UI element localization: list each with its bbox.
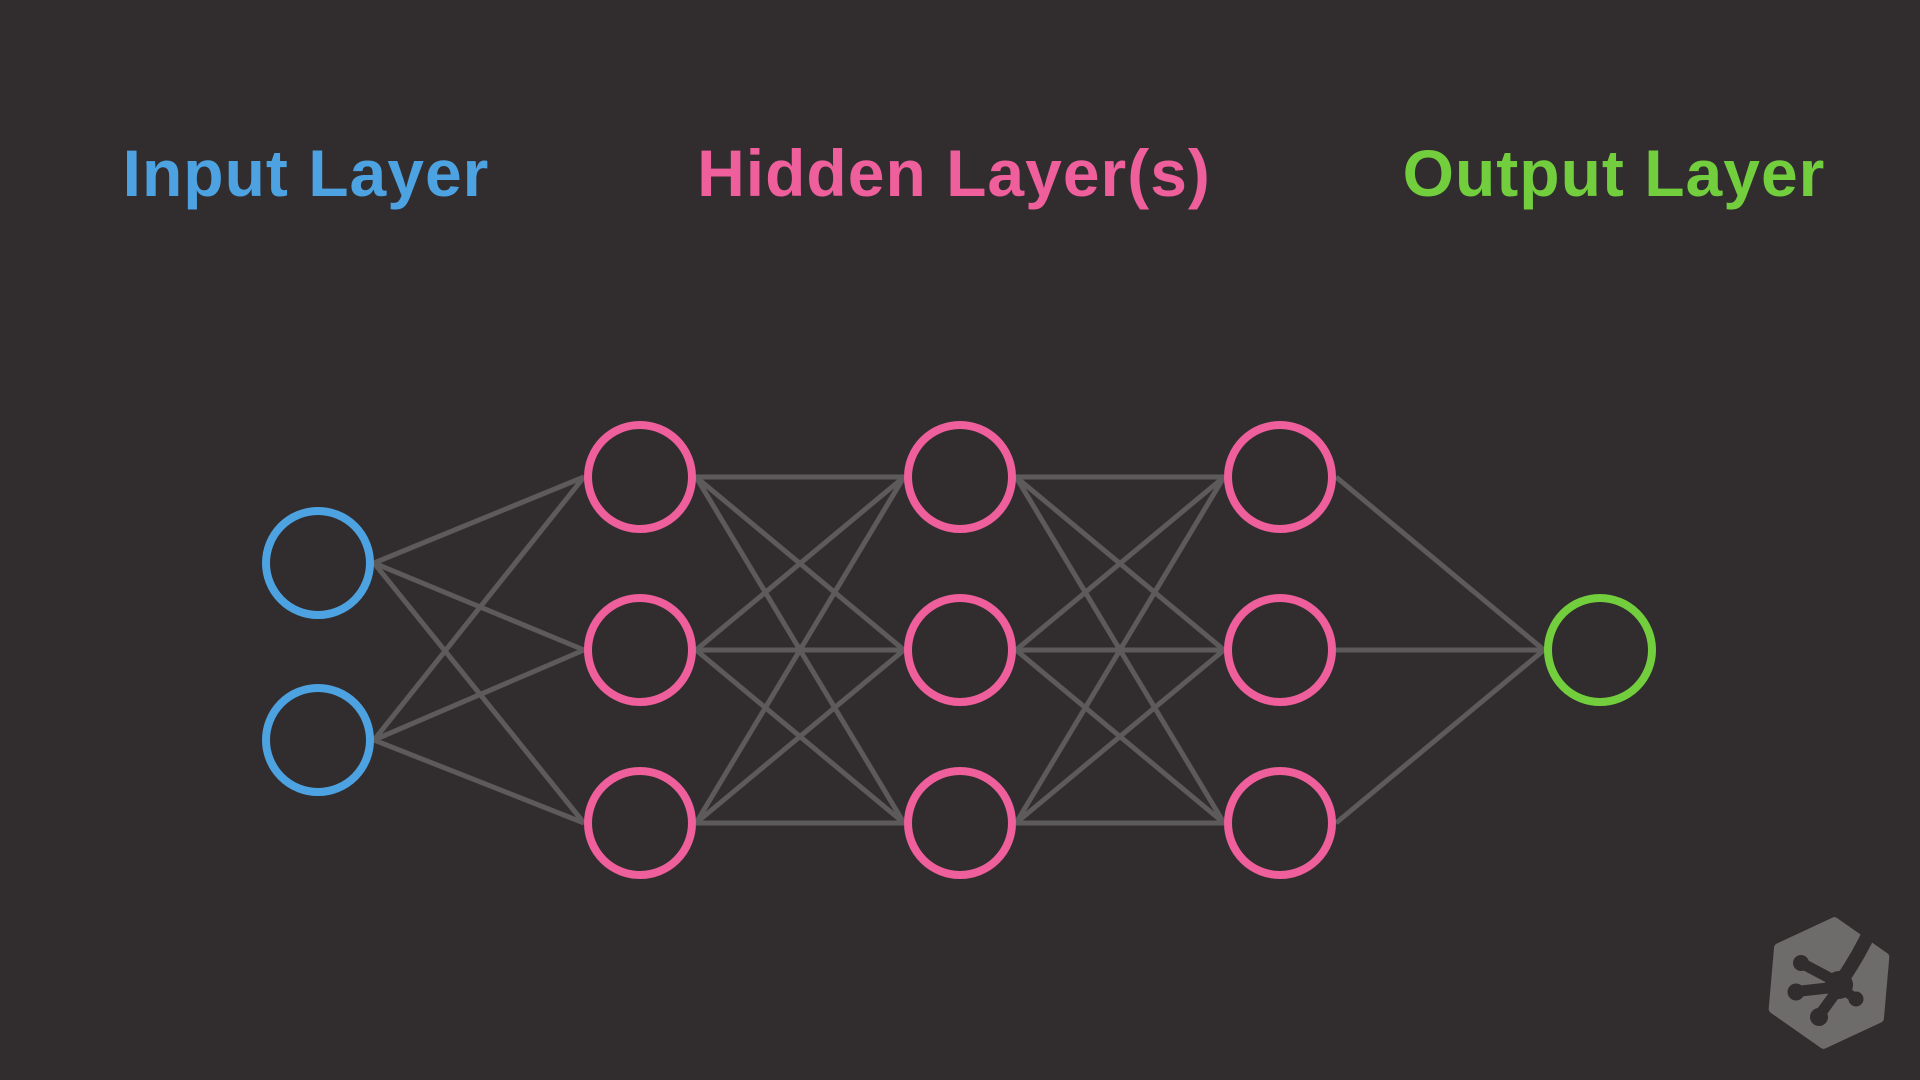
edge-line xyxy=(373,474,585,566)
hidden-layer-2-node-1 xyxy=(904,421,1016,533)
hidden-layer-3-node-1 xyxy=(1224,421,1336,533)
edge-line xyxy=(1013,475,1227,825)
treehouse-logo-icon xyxy=(1768,917,1890,1049)
hidden-layer-1-node-3 xyxy=(584,767,696,879)
frog-foot-cutout xyxy=(1787,922,1878,1026)
hidden-layer-3-node-2 xyxy=(1224,594,1336,706)
hidden-layer-2-node-2 xyxy=(904,594,1016,706)
hidden-layer-3-node-3 xyxy=(1224,767,1336,879)
edge-line xyxy=(1014,648,1226,825)
output-layer-label: Output Layer xyxy=(1402,136,1826,210)
hidden-layer-label: Hidden Layer(s) xyxy=(697,136,1211,210)
hidden-layer-2-node-3 xyxy=(904,767,1016,879)
edge-line xyxy=(693,475,907,825)
output-layer-node-1 xyxy=(1544,594,1656,706)
edge-line xyxy=(373,647,585,743)
input-layer-node-1 xyxy=(262,507,374,619)
edge-line xyxy=(1334,475,1546,652)
hidden-layer-1-node-2 xyxy=(584,594,696,706)
edge-line xyxy=(1014,475,1226,652)
input-layer-node-2 xyxy=(262,684,374,796)
edge-line xyxy=(373,737,585,826)
edge-line xyxy=(694,475,906,652)
edge-line xyxy=(1334,648,1546,825)
edge-line xyxy=(372,475,586,742)
hidden-layer-1-node-1 xyxy=(584,421,696,533)
input-layer-label: Input Layer xyxy=(122,136,490,210)
edge-line xyxy=(694,648,906,825)
